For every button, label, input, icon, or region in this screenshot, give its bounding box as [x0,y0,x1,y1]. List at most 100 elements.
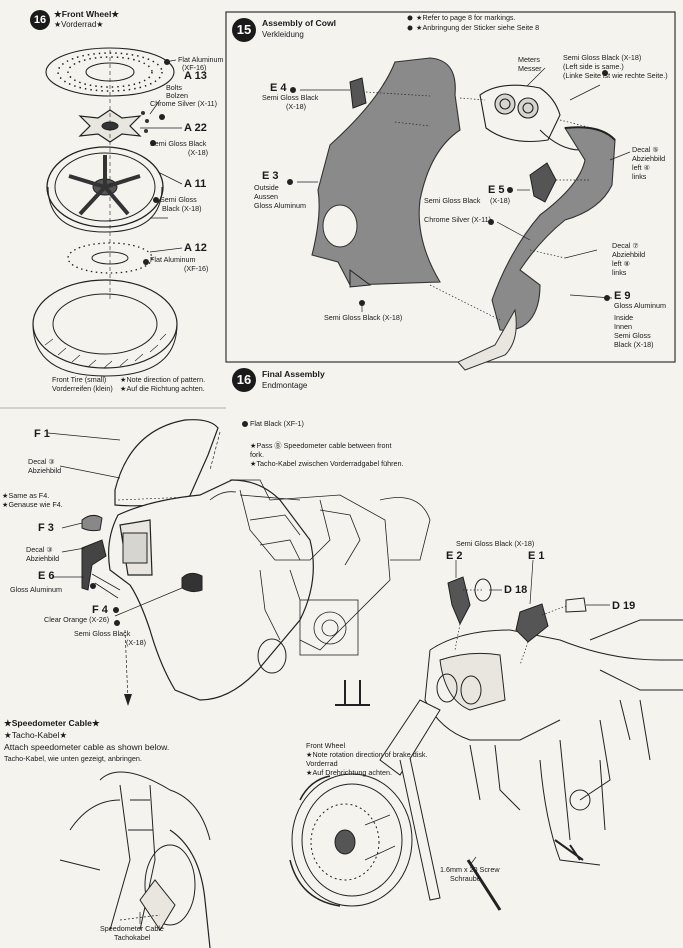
part-label-e2: E 2 [446,550,463,562]
mirror-e6 [81,539,107,591]
label-semi-gloss-black-f-code: (X-18) [126,638,146,647]
label-chrome-silver-cowl: Chrome Silver (X-11) [424,215,491,224]
part-label-a13: A 13 [184,70,207,82]
note-rotation-de: ★Auf Drehrichtung achten. [306,768,392,777]
label-left-8: left ⑧ [612,259,631,268]
cowl-refer-note-de: ★Anbringung der Sticker siehe Seite 8 [416,23,540,32]
label-e5-paint: Semi Gloss Black [424,196,481,205]
part-label-f1: F 1 [34,428,50,440]
label-front-tire-de: Vorderreifen (klein) [52,384,113,393]
label-chrome-silver-bolts: Chrome Silver (X-11) [150,99,217,108]
label-semi-gloss-black-top: Semi Gloss Black (X-18) [563,53,642,62]
label-abziehbild-5: Abziehbild [632,154,666,163]
label-semi-gloss-black-e: Semi Gloss Black (X-18) [456,539,535,548]
step-badge-cowl: 15 [232,18,256,42]
label-speedometer-cable: Speedometer Cable [100,924,164,933]
label-messer: Messer [518,64,542,73]
label-semi-gloss-black-a22-code: (X-18) [188,148,208,157]
label-flat-aluminum-a12-code: (XF-16) [184,264,209,273]
cowl-illustration [287,15,631,371]
turn-signal-f3 [81,514,103,532]
speedometer-title-de: ★Tacho-Kabel★ [4,730,68,740]
label-semi-gloss-black-a22: Semi Gloss Black [150,139,207,148]
step-badge-front-wheel: 16 [30,10,50,30]
cowl-title: Assembly of Cowl [262,18,337,28]
label-e9-semi-gloss-code: Black (X-18) [614,340,654,349]
front-wheel-detail [289,699,502,911]
speedometer-instruction-de: Tacho-Kabel, wie unten gezeigt, anbringe… [4,754,142,763]
label-decal-5: Decal ⑤ [632,145,659,154]
label-bolts: Bolts [166,83,182,92]
label-black-a11: Black (X-18) [162,204,202,213]
label-flat-aluminum-a13: Flat Aluminum [178,55,224,64]
label-front-tire: Front Tire (small) [52,375,107,384]
label-links-8: links [612,268,627,277]
label-semi-gloss-a11: Semi Gloss [160,195,197,204]
label-screw: 1.6mm x 20 Screw [440,865,500,874]
label-e3-aussen: Aussen [254,192,278,201]
label-e9-gloss-aluminum: Gloss Aluminum [614,301,666,310]
label-decal-7: Decal ⑦ [612,241,639,250]
label-decal-3-mirror: Decal ③ [26,545,53,554]
label-left-4: left ④ [632,163,651,172]
part-d19 [565,597,587,613]
cowl-subtitle: Verkleidung [262,30,304,39]
part-label-d18: D 18 [504,584,528,596]
label-links-4: links [632,172,647,181]
front-tire [32,279,178,369]
part-label-f4: F 4 [92,604,108,616]
part-label-a12: A 12 [184,242,207,254]
label-flat-aluminum-a13-code: (XF-16) [182,63,207,72]
final-subtitle: Endmontage [262,381,308,390]
label-semi-gloss-black-f: Semi Gloss Black [74,629,131,638]
final-assembly-illustration [47,419,683,911]
label-e4-code: (X-18) [286,102,306,111]
speedometer-illustration [59,771,211,948]
speedometer-title: ★Speedometer Cable★ [4,718,100,728]
step-badge-final: 16 [232,368,256,392]
label-bolzen: Bolzen [166,91,188,100]
brake-disk-a12 [67,242,153,274]
wheel-a11 [46,146,164,228]
final-title: Final Assembly [262,369,325,379]
label-tachokabel: Tachokabel [114,933,151,942]
label-e4-paint: Semi Gloss Black [262,93,319,102]
label-e3-outside: Outside [254,183,279,192]
part-label-e9: E 9 [614,290,631,302]
cowl-refer-note: ★Refer to page 8 for markings. [416,13,516,22]
front-wheel-title: ★Front Wheel★ [54,9,120,19]
label-meters: Meters [518,55,540,64]
label-schraube: Schraube [450,874,481,883]
windscreen-f1 [114,419,219,507]
part-label-e3: E 3 [262,170,279,182]
note-pass-cable-fork: fork. [250,450,264,459]
label-e9-semi-gloss: Semi Gloss [614,331,651,340]
label-left-side-same: (Left side is same.) [563,62,624,71]
label-front-wheel: Front Wheel [306,741,346,750]
label-e9-inside: Inside [614,313,634,322]
note-pass-cable-de: ★Tacho-Kabel zwischen Vorderradgabel füh… [250,459,404,468]
note-pass-cable: ★Pass Ⓑ Speedometer cable between front [250,441,392,450]
label-e9-innen: Innen [614,322,632,331]
engine-frame [209,479,431,706]
label-abziehbild-3-mirror: Abziehbild [26,554,60,563]
note-pattern-de: ★Auf die Richtung achten. [120,384,205,393]
turn-signal-f4 [181,572,203,593]
label-left-side-same-de: (Linke Seite ist wie rechte Seite.) [563,71,668,80]
part-e1 [515,603,549,643]
part-label-f3: F 3 [38,522,54,534]
part-label-a22: A 22 [184,122,207,134]
part-label-a11: A 11 [184,178,207,190]
note-same-as-f4: ★Same as F4. [2,491,50,500]
part-label-e4: E 4 [270,82,287,94]
note-pattern: ★Note direction of pattern. [120,375,206,384]
part-label-e1: E 1 [528,550,545,562]
label-abziehbild-3-top: Abziehbild [28,466,62,475]
label-vorderrad: Vorderrad [306,759,338,768]
speedometer-instruction: Attach speedometer cable as shown below. [4,742,170,752]
cowl-panel-frame [225,11,676,363]
label-clear-orange: Clear Orange (X-26) [44,615,110,624]
note-rotation: ★Note rotation direction of brake disk. [306,750,428,759]
cowl-panel-e3 [311,57,461,286]
